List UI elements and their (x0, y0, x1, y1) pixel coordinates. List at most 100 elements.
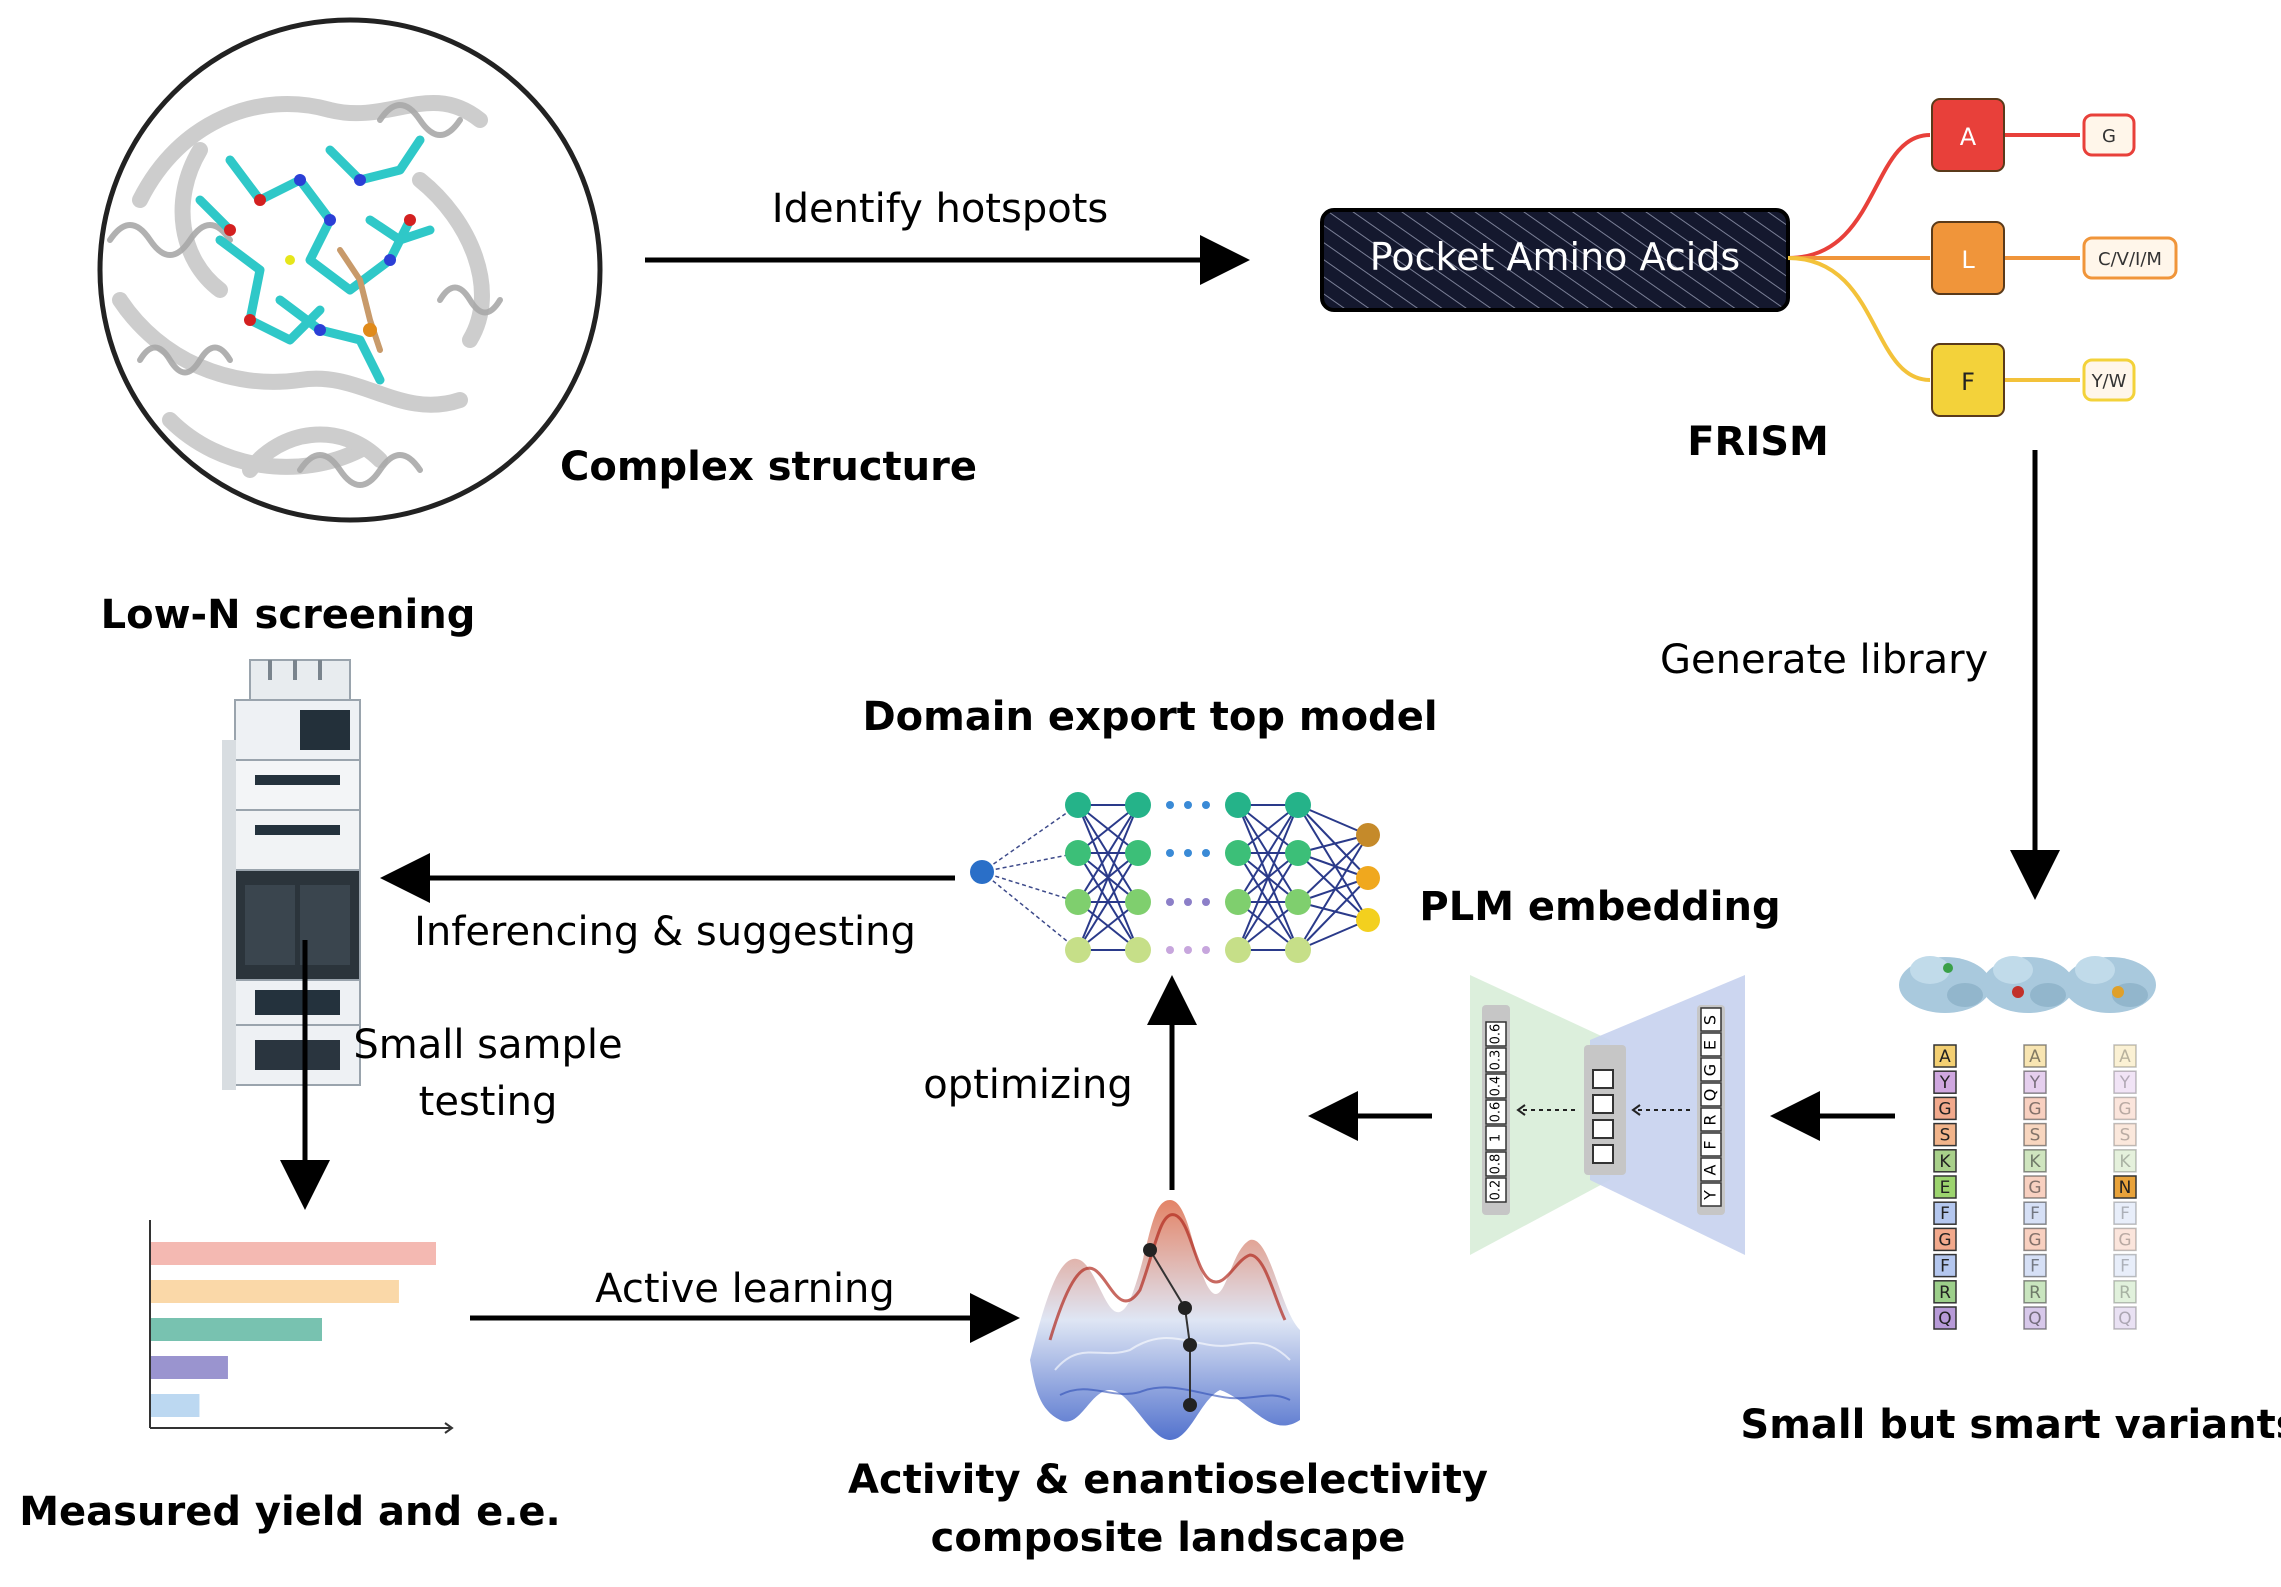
nn-hidden-node (1285, 937, 1311, 963)
plm-seq-text: E (1701, 1040, 1720, 1050)
nn-output-node (1356, 908, 1380, 932)
nn-hidden-node (1285, 889, 1311, 915)
nn-hidden-node (1125, 937, 1151, 963)
frism-aa-node (1931, 221, 2005, 295)
variant-residue-text: G (2028, 1178, 2041, 1198)
variant-residue-text: G (1938, 1230, 1951, 1250)
variant-residue-cell (1933, 1175, 1957, 1199)
nn-edge (1237, 852, 1299, 951)
variant-residue-cell (2023, 1227, 2047, 1252)
plm-value-cell (1485, 1047, 1507, 1073)
plm-seq-text: R (1701, 1114, 1720, 1125)
nn-ellipsis-dot (1166, 849, 1174, 857)
nn-ellipsis-dot (1166, 898, 1174, 906)
frism-sub-node (2082, 358, 2136, 402)
plm-seq-text: Y (1701, 1190, 1720, 1201)
nn-edge (981, 804, 1079, 873)
variant-residue-text: G (2118, 1099, 2131, 1119)
plm-seq-cell (1700, 1107, 1722, 1132)
nn-edge (1297, 834, 1369, 903)
nn-hidden-node (1065, 792, 1091, 818)
variant-residue-cell (2113, 1122, 2137, 1147)
nn-ellipsis-dot (1166, 801, 1174, 809)
nn-hidden-node (1285, 840, 1311, 866)
plm-value-text: 0.6 (1489, 1102, 1504, 1123)
nn-edge (1077, 804, 1139, 951)
yield-bar-chart (149, 1220, 454, 1434)
plm-seq-text: G (1701, 1064, 1720, 1076)
variant-residue-text: F (2120, 1204, 2130, 1224)
variant-protein-images (1899, 956, 2156, 1013)
nn-edge (1077, 852, 1139, 951)
nn-output-node (1356, 866, 1380, 890)
variant-residue-cell (2113, 1280, 2137, 1304)
variant-residue-text: G (2118, 1230, 2131, 1250)
variant-residue-cell (2023, 1280, 2047, 1304)
plm-seq-text: S (1701, 1015, 1720, 1025)
active-learning-label: Active learning (595, 1266, 895, 1312)
nn-ellipsis-dot (1166, 946, 1174, 954)
variant-residue-cell (1933, 1070, 1957, 1094)
nn-hidden-node (1225, 840, 1251, 866)
nn-hidden-node (1125, 840, 1151, 866)
variant-residue-cell (1933, 1096, 1957, 1121)
low-n-screening-label: Low-N screening (101, 592, 476, 638)
yield-bar (151, 1280, 399, 1303)
variant-residue-text: R (1939, 1283, 1951, 1303)
frism-aa-node (1931, 98, 2005, 172)
variant-residue-text: S (2120, 1126, 2131, 1146)
plm-seq-text: A (1701, 1164, 1720, 1175)
variant-residue-text: F (2030, 1257, 2040, 1277)
variant-residue-text: G (1938, 1099, 1951, 1119)
variant-residue-text: K (2119, 1152, 2131, 1172)
variant-residue-cell (2113, 1149, 2137, 1173)
nn-hidden-node (1065, 937, 1091, 963)
nn-ellipsis-dot (1202, 801, 1210, 809)
yield-bar (151, 1318, 322, 1341)
nn-hidden-node (1125, 792, 1151, 818)
nn-edge (1237, 804, 1299, 903)
variant-residue-text: A (1939, 1047, 1951, 1067)
variant-residue-cell (2023, 1253, 2047, 1278)
variant-residue-cell (2113, 1253, 2137, 1278)
variant-residue-text: K (2029, 1152, 2041, 1172)
nn-hidden-node (1285, 792, 1311, 818)
variant-residue-cell (2113, 1175, 2137, 1199)
plm-value-cell (1485, 1151, 1507, 1177)
frism-aa-label: F (1961, 368, 1975, 396)
variant-residue-cell (2023, 1175, 2047, 1199)
domain-export-model-label: Domain export top model (862, 694, 1437, 740)
nn-edge (1077, 804, 1139, 903)
plm-value-text: 0.3 (1489, 1050, 1504, 1071)
yield-bar (151, 1356, 228, 1379)
variant-residue-cell (2023, 1306, 2047, 1330)
plm-seq-cell (1700, 1182, 1722, 1207)
variant-residue-text: A (2119, 1047, 2131, 1067)
variant-residue-cell (2023, 1044, 2047, 1068)
nn-edge (1297, 804, 1369, 921)
pocket-amino-acids-box: Pocket Amino Acids (1320, 208, 1790, 312)
hplc-instrument-image (222, 659, 361, 1090)
nn-hidden-node (1065, 840, 1091, 866)
plm-seq-cell (1700, 1157, 1722, 1182)
frism-sub-node (2082, 236, 2178, 280)
plm-embedding-label: PLM embedding (1419, 884, 1780, 930)
variant-residue-text: G (2028, 1099, 2041, 1119)
nn-edge (981, 852, 1079, 873)
variant-residue-cell (1933, 1253, 1957, 1278)
nn-edge (1297, 852, 1369, 921)
variant-residue-text: Q (1938, 1309, 1951, 1329)
pocket-amino-acids-label: Pocket Amino Acids (1370, 235, 1740, 279)
variant-residue-text: F (2030, 1204, 2040, 1224)
frism-sub-node (2082, 113, 2136, 157)
nn-edge (1297, 877, 1369, 951)
variant-residue-text: G (2028, 1230, 2041, 1250)
variant-residue-cell (1933, 1227, 1957, 1252)
plm-seq-text: F (1701, 1140, 1720, 1149)
nn-output-node (1356, 823, 1380, 847)
variant-residue-text: R (2119, 1283, 2131, 1303)
frism-aa-label: A (1960, 123, 1977, 151)
variant-residue-cell (1933, 1044, 1957, 1068)
variant-residue-cell (1933, 1306, 1957, 1330)
